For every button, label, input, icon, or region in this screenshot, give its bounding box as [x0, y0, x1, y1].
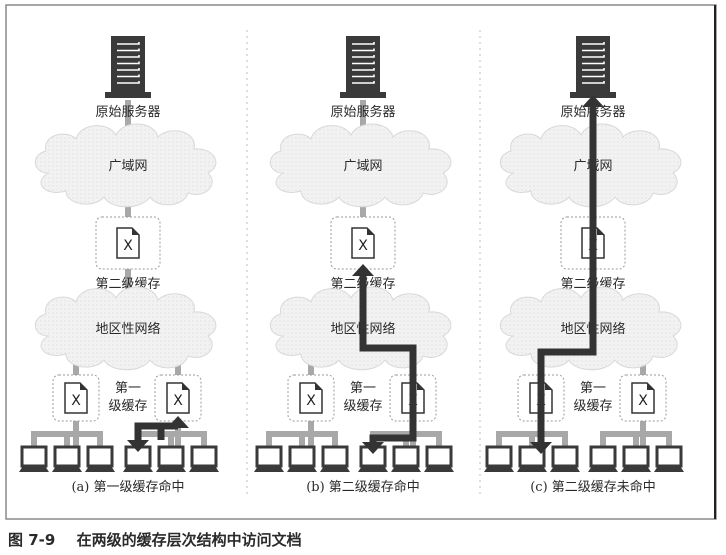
level1-cache-label-line1: 第一: [115, 381, 141, 396]
origin-server-icon: [570, 36, 616, 98]
client-computer-icon: [517, 445, 547, 472]
cached-document-icon: X: [299, 382, 323, 414]
wan-cloud: 广域网: [34, 123, 217, 208]
level1-cache-label-line1: 第一: [580, 381, 606, 396]
wan-cloud-label: 广域网: [343, 159, 382, 174]
client-computer-icon: [621, 445, 651, 472]
regional-network-cloud: 地区性网络: [34, 286, 217, 371]
level1-cache-box-left: X: [287, 374, 335, 422]
client-computer-icon: [287, 445, 317, 472]
document-glyph: X: [638, 393, 648, 409]
panel-caption: (a) 第一级缓存命中: [71, 479, 184, 495]
client-computer-icon: [320, 445, 350, 472]
client-computer-icon: [654, 445, 684, 472]
response-arrow-to-client: [359, 344, 417, 454]
client-computer-icon: [156, 445, 186, 472]
client-computer-icon: [85, 445, 115, 472]
document-glyph: X: [358, 238, 368, 254]
client-computer-icon: [588, 445, 618, 472]
client-computer-icon: [550, 445, 580, 472]
wan-cloud: 广域网: [269, 123, 452, 208]
level1-cache-label-line2: 级缓存: [573, 399, 612, 414]
wan-cloud-label: 广域网: [108, 159, 147, 174]
level1-cache-label-line2: 级缓存: [108, 399, 147, 414]
client-computer-icon: [123, 445, 153, 472]
client-computer-icon: [424, 445, 454, 472]
client-computer-icon: [19, 445, 49, 472]
origin-server-label: 原始服务器: [330, 104, 395, 120]
client-computer-icon: [189, 445, 219, 472]
regional-network-cloud-label: 地区性网络: [95, 321, 160, 337]
origin-server-icon: [105, 36, 151, 98]
level2-cache-box: X: [330, 216, 396, 270]
panel-caption: (b) 第二级缓存命中: [306, 479, 420, 495]
cached-document-icon: X: [166, 382, 190, 414]
level1-cache-box-right: X: [154, 374, 202, 422]
document-glyph: X: [71, 393, 81, 409]
request-arrow-to-origin: [582, 95, 604, 350]
client-computer-icon: [254, 445, 284, 472]
response-arrow-to-client: [127, 422, 161, 452]
client-computer-icon: [52, 445, 82, 472]
response-arrow-to-client: [530, 335, 597, 454]
panel-caption: (c) 第二级缓存未命中: [530, 479, 656, 495]
document-glyph: X: [306, 393, 316, 409]
figure-caption: 图 7-9 在两级的缓存层次结构中访问文档: [8, 531, 302, 549]
cached-document-icon: X: [64, 382, 88, 414]
level1-cache-box-right: X: [619, 374, 667, 422]
figure-number: 图 7-9: [8, 531, 55, 549]
document-glyph: X: [123, 238, 133, 254]
figure-title: 在两级的缓存层次结构中访问文档: [77, 531, 302, 549]
level1-cache-label-line1: 第一: [350, 381, 376, 396]
request-arrow-to-l2: [352, 264, 374, 348]
cached-document-icon: X: [631, 382, 655, 414]
origin-server-icon: [340, 36, 386, 98]
level1-cache-label-line2: 级缓存: [343, 399, 382, 414]
cached-document-icon: X: [116, 227, 140, 259]
client-computer-icon: [391, 445, 421, 472]
document-glyph: X: [173, 393, 183, 409]
origin-server-label: 原始服务器: [95, 104, 160, 120]
cached-document-icon: X: [351, 227, 375, 259]
client-computer-icon: [484, 445, 514, 472]
level1-cache-box-left: X: [52, 374, 100, 422]
level2-cache-box: X: [95, 216, 161, 270]
